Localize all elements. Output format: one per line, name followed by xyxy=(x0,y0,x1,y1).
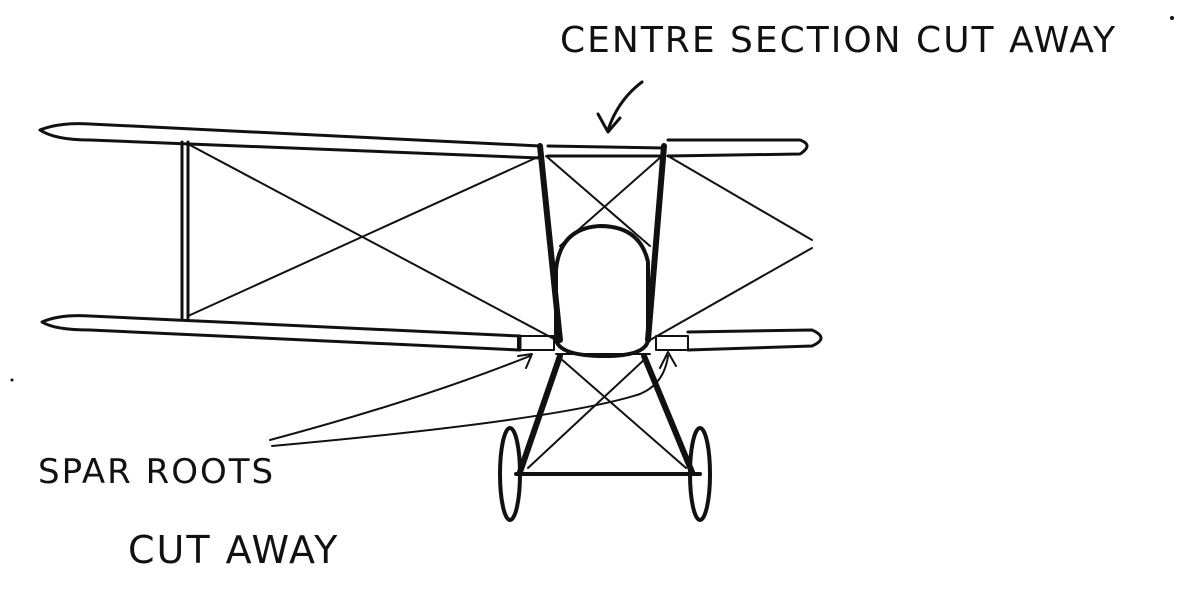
stray-dot xyxy=(1170,16,1174,20)
fuselage-nose xyxy=(554,224,650,358)
centre-section-label: CENTRE SECTION CUT AWAY xyxy=(560,20,1118,61)
cabane-bracing xyxy=(545,155,663,247)
upper-wing-left xyxy=(38,122,542,160)
arrow-spar-right xyxy=(271,351,677,447)
right-bay-bracing xyxy=(649,155,813,341)
spar-root-right xyxy=(655,335,689,351)
upper-wing-right xyxy=(666,138,809,158)
upper-wing-centre-cutaway xyxy=(546,144,666,158)
undercarriage-bracing xyxy=(527,353,687,469)
spar-roots-label: SPAR ROOTS xyxy=(38,452,276,492)
spar-root-left xyxy=(517,335,555,351)
cut-away-label: CUT AWAY xyxy=(128,528,340,572)
undercarriage-legs xyxy=(517,353,695,475)
lower-wing-right xyxy=(686,328,823,352)
arrow-centre-section xyxy=(596,80,644,134)
arrow-spar-left xyxy=(269,353,533,441)
stray-dot xyxy=(10,378,14,382)
interplane-strut xyxy=(180,140,190,320)
lower-wing-left xyxy=(40,314,522,352)
wheel-left xyxy=(498,426,522,522)
left-bay-bracing xyxy=(187,143,557,341)
cabane-strut-right xyxy=(645,143,667,343)
wheel-right xyxy=(688,426,712,522)
